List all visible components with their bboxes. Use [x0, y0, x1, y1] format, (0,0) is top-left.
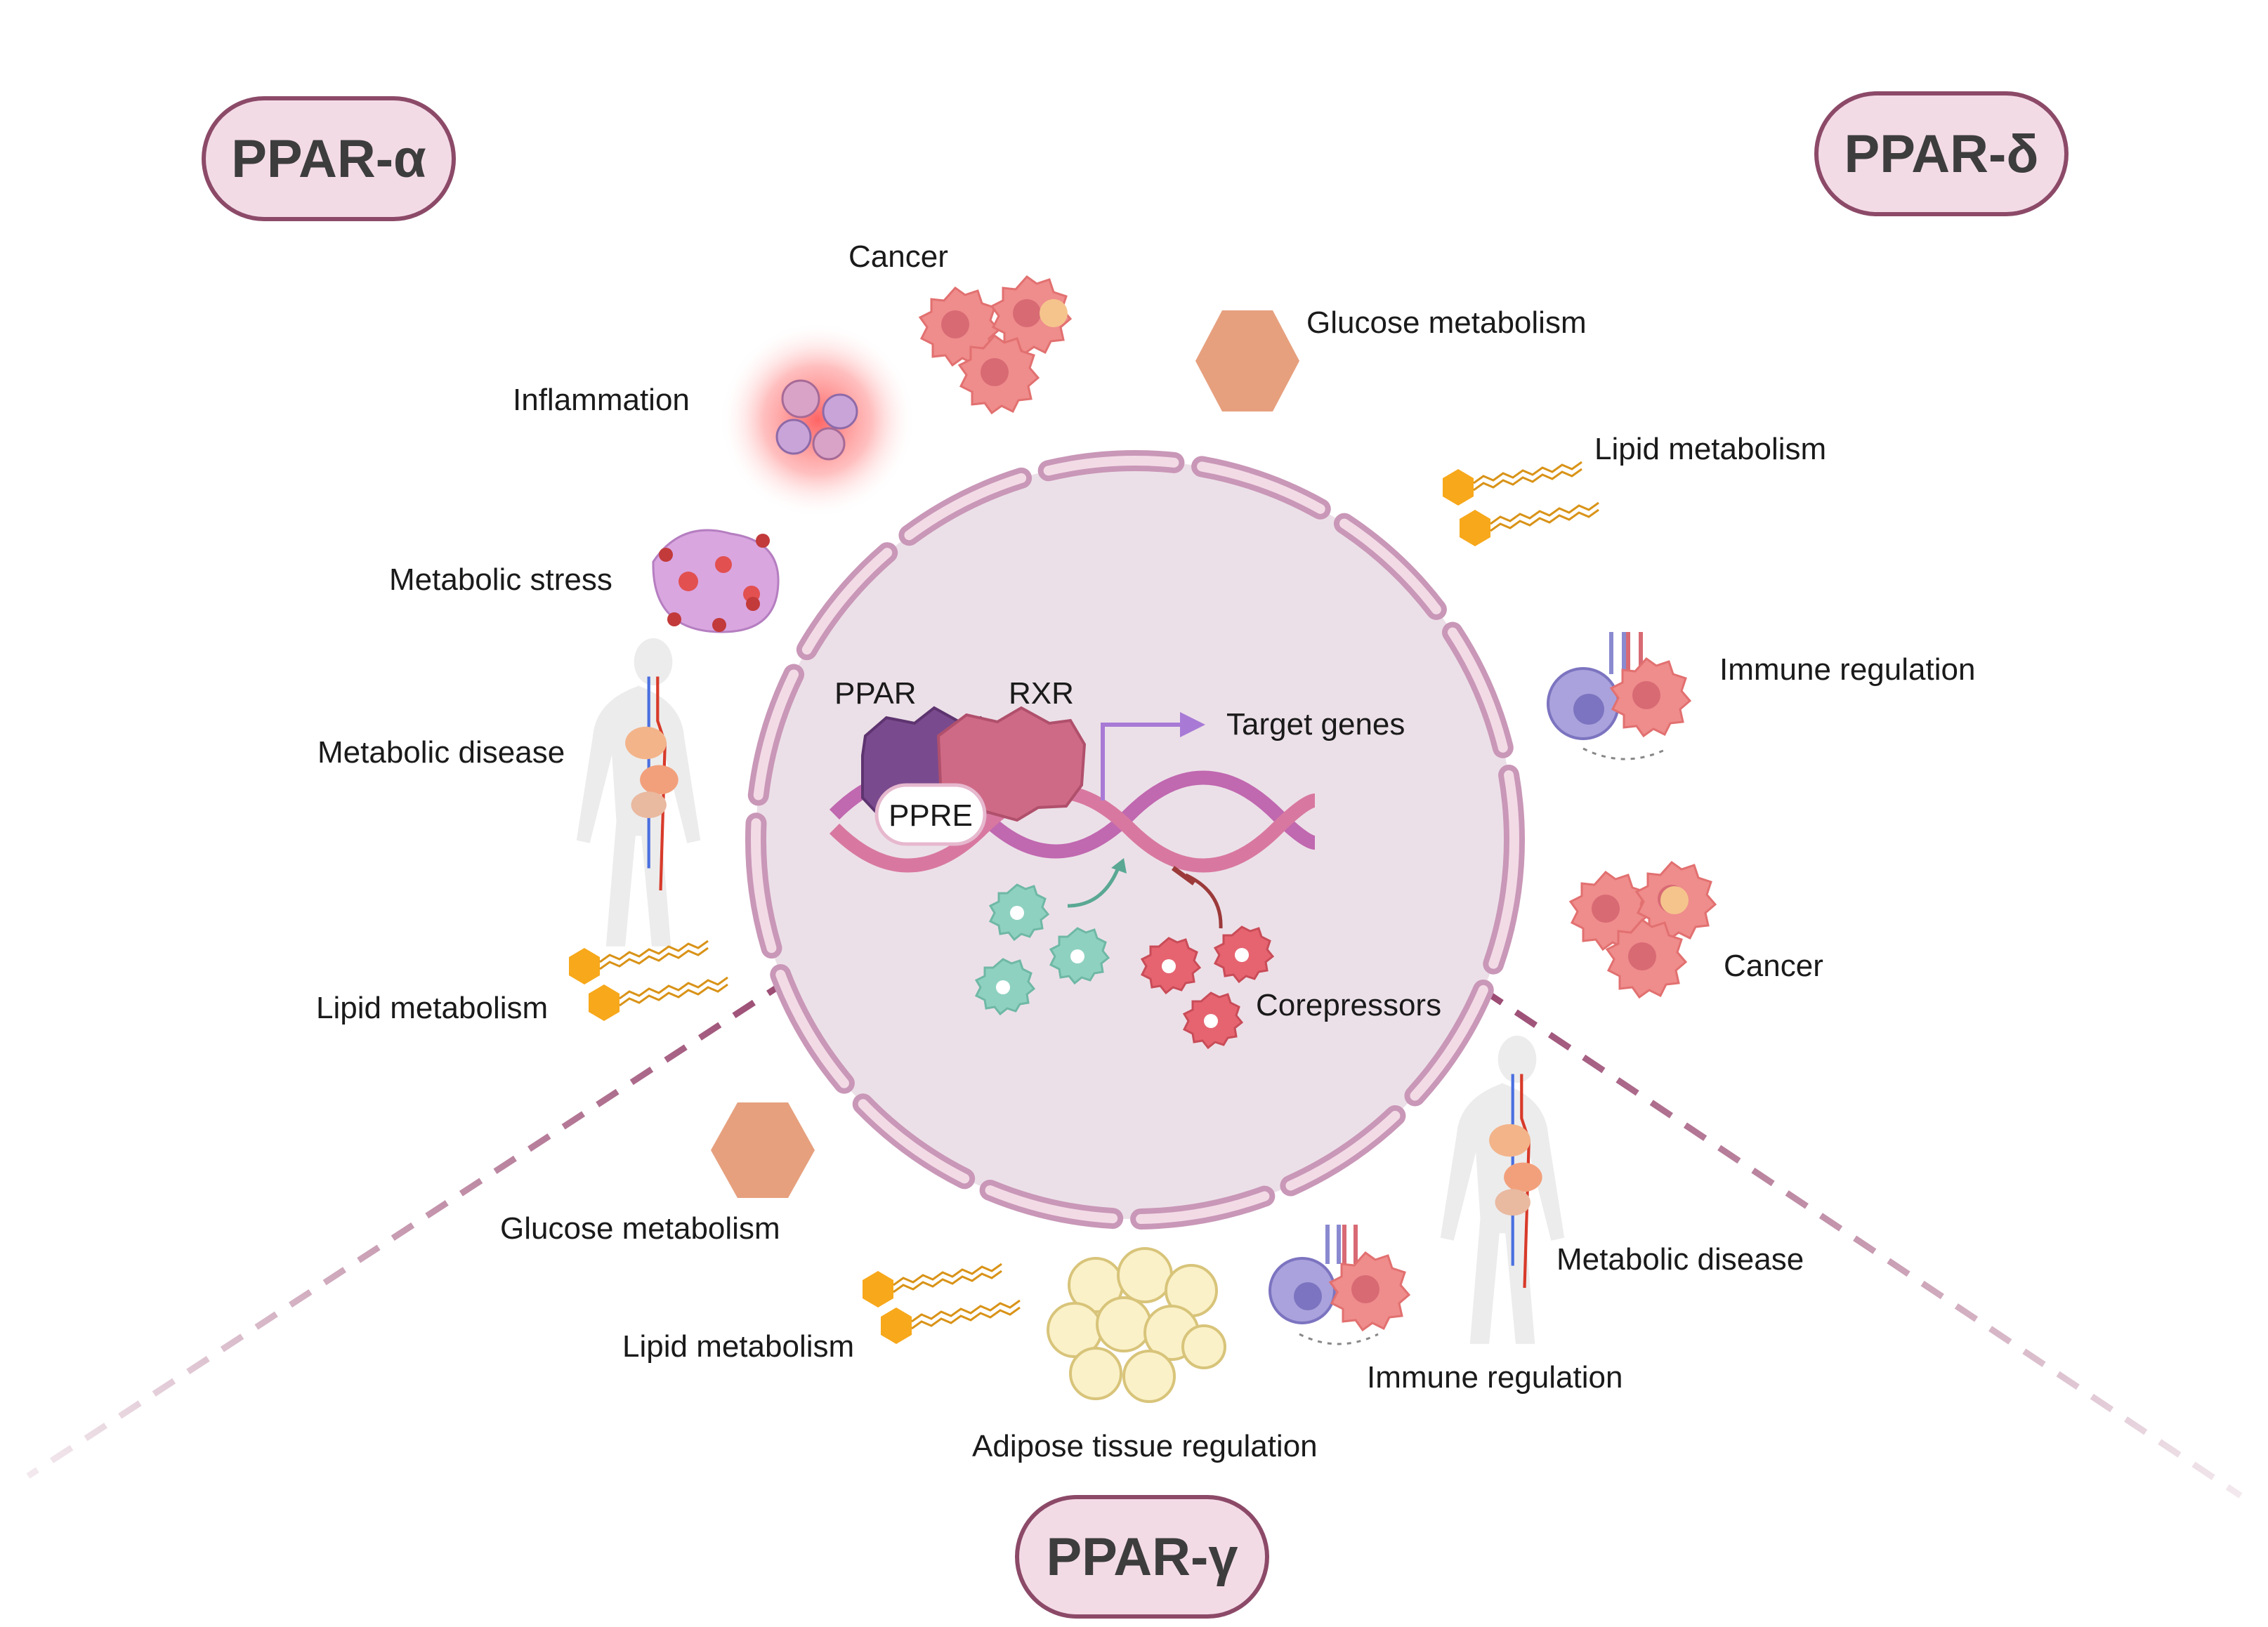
- pill-ppar-alpha-label: PPAR-α: [231, 129, 426, 189]
- inflammation-icon: [775, 379, 858, 461]
- pill-ppar-gamma-label: PPAR-γ: [1046, 1527, 1238, 1587]
- gamma-immune-regulation-label: Immune regulation: [1367, 1360, 1623, 1395]
- alpha-metabolic-disease-label: Metabolic disease: [317, 735, 565, 770]
- gamma-glucose-metabolism-label: Glucose metabolism: [500, 1211, 780, 1246]
- pill-ppar-delta: PPAR-δ: [1814, 91, 2069, 216]
- delta-cancer-label: Cancer: [1724, 949, 1823, 983]
- delta-immune-regulation-label: Immune regulation: [1719, 652, 1975, 687]
- target-genes-arrow: [1101, 723, 1180, 801]
- inflammation-glow: [719, 322, 916, 518]
- pill-ppar-delta-label: PPAR-δ: [1844, 124, 2039, 184]
- delta-immune-icon: [1547, 632, 1691, 760]
- pill-ppar-gamma: PPAR-γ: [1015, 1495, 1269, 1619]
- adipose-tissue-icon: [1047, 1247, 1226, 1403]
- gamma-immune-icon: [1269, 1225, 1410, 1345]
- alpha-lipid-metabolism-label: Lipid metabolism: [316, 991, 548, 1025]
- target-genes-label: Target genes: [1226, 707, 1405, 742]
- alpha-metabolic-stress-label: Metabolic stress: [389, 562, 612, 597]
- alpha-cancer-label: Cancer: [848, 239, 948, 274]
- ppre-element: PPRE: [874, 783, 987, 846]
- delta-metabolic-disease-label: Metabolic disease: [1556, 1242, 1804, 1277]
- alpha-cancer-icon: [919, 275, 1072, 414]
- alpha-human-body-icon: [577, 638, 700, 947]
- gamma-glucose-hexagon-icon: [711, 1102, 815, 1198]
- arrow-head-icon: [1180, 712, 1205, 737]
- repression-arrow: [1184, 873, 1223, 929]
- ppar-label: PPAR: [834, 676, 917, 711]
- divider-left: [26, 977, 790, 1479]
- delta-lipid-metabolism-label: Lipid metabolism: [1594, 432, 1826, 466]
- delta-glucose-metabolism-label: Glucose metabolism: [1306, 305, 1587, 340]
- alpha-inflammation-label: Inflammation: [513, 383, 690, 417]
- metabolic-stress-icon: [652, 529, 780, 633]
- gamma-lipid-icon: [861, 1263, 1021, 1345]
- activation-arrow-head-icon: [1111, 858, 1127, 874]
- gamma-lipid-metabolism-label: Lipid metabolism: [622, 1329, 854, 1364]
- activation-arrow: [1067, 867, 1120, 908]
- delta-human-body-icon: [1441, 1036, 1564, 1344]
- pill-ppar-alpha: PPAR-α: [202, 96, 456, 221]
- divider-right: [1480, 987, 2243, 1498]
- gamma-adipose-tissue-label: Adipose tissue regulation: [972, 1429, 1318, 1463]
- repression-bar-icon: [1171, 866, 1196, 885]
- ppre-label: PPRE: [889, 798, 973, 833]
- delta-cancer-icon: [1569, 861, 1717, 999]
- delta-lipid-icon: [1441, 461, 1600, 548]
- rxr-label: RXR: [1009, 676, 1074, 711]
- alpha-lipid-icon: [568, 940, 729, 1022]
- delta-glucose-hexagon-icon: [1195, 310, 1299, 411]
- corepressors-label: Corepressors: [1256, 988, 1441, 1022]
